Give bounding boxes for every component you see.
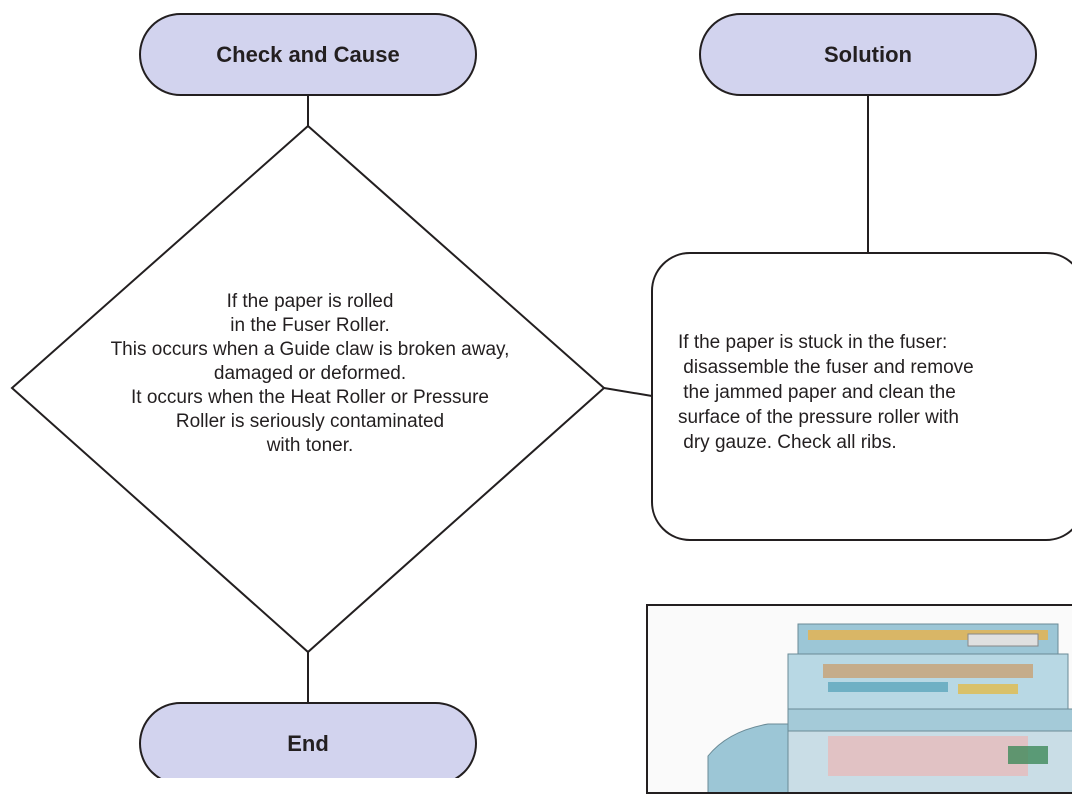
solution-label: Solution (824, 42, 912, 67)
flowchart-canvas (10, 13, 1072, 778)
cause-line: Roller is seriously contaminated (175, 411, 445, 432)
cause-line: with toner. (266, 435, 354, 456)
cause-decision-diamond (10, 124, 606, 654)
cause-line: It occurs when the Heat Roller or Pressu… (131, 387, 489, 408)
solution-line: disassemble the fuser and remove (678, 357, 974, 378)
check-and-cause-terminator (139, 13, 477, 96)
cause-line: in the Fuser Roller. (230, 315, 390, 336)
solution-line: the jammed paper and clean the (678, 382, 956, 403)
solution-line: If the paper is stuck in the fuser: (678, 332, 948, 353)
check-and-cause-label: Check and Cause (216, 42, 400, 67)
fuser-unit-image (707, 623, 1072, 792)
solution-process-box (651, 252, 1072, 541)
fuser-illustration (646, 604, 1072, 794)
cause-line: This occurs when a Guide claw is broken … (110, 339, 510, 360)
solution-description: If the paper is stuck in the fuser: disa… (678, 330, 1068, 455)
cause-line: If the paper is rolled (226, 291, 394, 312)
solution-line: dry gauze. Check all ribs. (678, 432, 897, 453)
cause-description: If the paper is rolled in the Fuser Roll… (40, 290, 580, 458)
end-label: End (287, 731, 329, 756)
solution-line: surface of the pressure roller with (678, 407, 959, 428)
end-terminator (139, 702, 477, 778)
cause-line: damaged or deformed. (213, 363, 407, 384)
solution-terminator (699, 13, 1037, 96)
connector-diamond-to-solution-box (603, 387, 653, 397)
